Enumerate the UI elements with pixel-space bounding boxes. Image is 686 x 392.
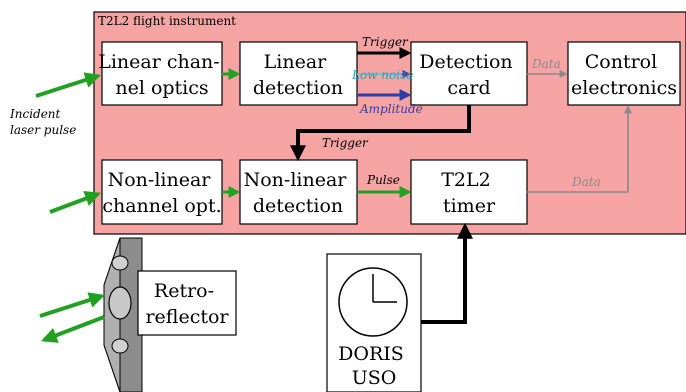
linear-detection-line1: Linear [264, 51, 328, 73]
incident-arrow-bottom [49, 191, 101, 214]
nonlinear-optics-line1: Non-linear [108, 169, 212, 191]
arrow-trigger-mid [290, 105, 471, 162]
detection-card-line1: Detection [419, 51, 512, 73]
incident-label-line2: laser pulse [10, 123, 76, 137]
linear-optics-box: Linear chan- nel optics [98, 41, 226, 106]
nonlinear-detection-line2: detection [253, 195, 343, 217]
arrow-uso-to-timer [421, 222, 473, 324]
retroreflector-line1: Retro- [154, 280, 214, 302]
linear-optics-line1: Linear chan- [98, 51, 220, 73]
arrow-data-bottom [527, 105, 632, 193]
t2l2-timer-line2: timer [443, 195, 496, 217]
svg-text:Non-linear channel opt.: Non-linear channel opt. [102, 169, 221, 217]
t2l2-timer-box: T2L2 timer [410, 159, 528, 225]
nonlinear-optics-box: Non-linear channel opt. [101, 159, 223, 225]
control-electronics-line2: electronics [571, 77, 677, 99]
instrument-label: T2L2 flight instrument [98, 14, 236, 28]
svg-text:Linear chan- nel optics: Linear chan- nel optics [98, 51, 226, 99]
svg-text:Detection card: Detection card [419, 51, 518, 99]
svg-text:Non-linear detection: Non-linear detection [244, 169, 353, 217]
retroreflector-box: Retro- reflector [137, 270, 237, 336]
doris-uso-line1: DORIS [338, 343, 404, 365]
retro-arrow-in [39, 292, 106, 318]
svg-text:T2L2 timer: T2L2 timer [441, 169, 497, 217]
detection-card-line2: card [447, 77, 490, 99]
nonlinear-optics-line2: channel opt. [102, 195, 221, 217]
incident-label: Incident laser pulse [9, 107, 76, 137]
doris-uso-line2: USO [352, 367, 397, 389]
label-data-top: Data [531, 57, 561, 71]
svg-text:Control electronics: Control electronics [571, 51, 677, 99]
linear-detection-line2: detection [253, 77, 343, 99]
incident-label-line1: Incident [9, 107, 61, 121]
label-amplitude: Amplitude [359, 102, 423, 116]
control-electronics-line1: Control [585, 51, 657, 73]
linear-optics-line2: nel optics [115, 77, 208, 99]
retroreflector-line2: reflector [145, 306, 229, 328]
label-pulse: Pulse [366, 173, 400, 187]
svg-text:Retro- reflector: Retro- reflector [145, 280, 229, 328]
nonlinear-detection-line1: Non-linear [244, 169, 348, 191]
svg-text:Linear detection: Linear detection [253, 51, 343, 99]
linear-detection-box: Linear detection [239, 41, 358, 106]
t2l2-timer-line1: T2L2 [441, 169, 490, 191]
control-electronics-box: Control electronics [567, 41, 681, 106]
retroreflector-icon [103, 237, 143, 392]
incident-arrow-top [35, 72, 102, 98]
detection-card-box: Detection card [410, 41, 528, 106]
clock-icon [338, 267, 408, 337]
label-trigger-top: Trigger [362, 35, 409, 49]
doris-uso-box: DORIS USO [326, 253, 422, 392]
label-low-noise: Low noise [351, 68, 413, 82]
nonlinear-detection-box: Non-linear detection [239, 159, 358, 225]
label-trigger-mid: Trigger [322, 136, 369, 150]
svg-text:DORIS USO: DORIS USO [338, 343, 410, 389]
label-data-bottom: Data [571, 175, 601, 189]
retro-arrow-out [41, 315, 105, 343]
